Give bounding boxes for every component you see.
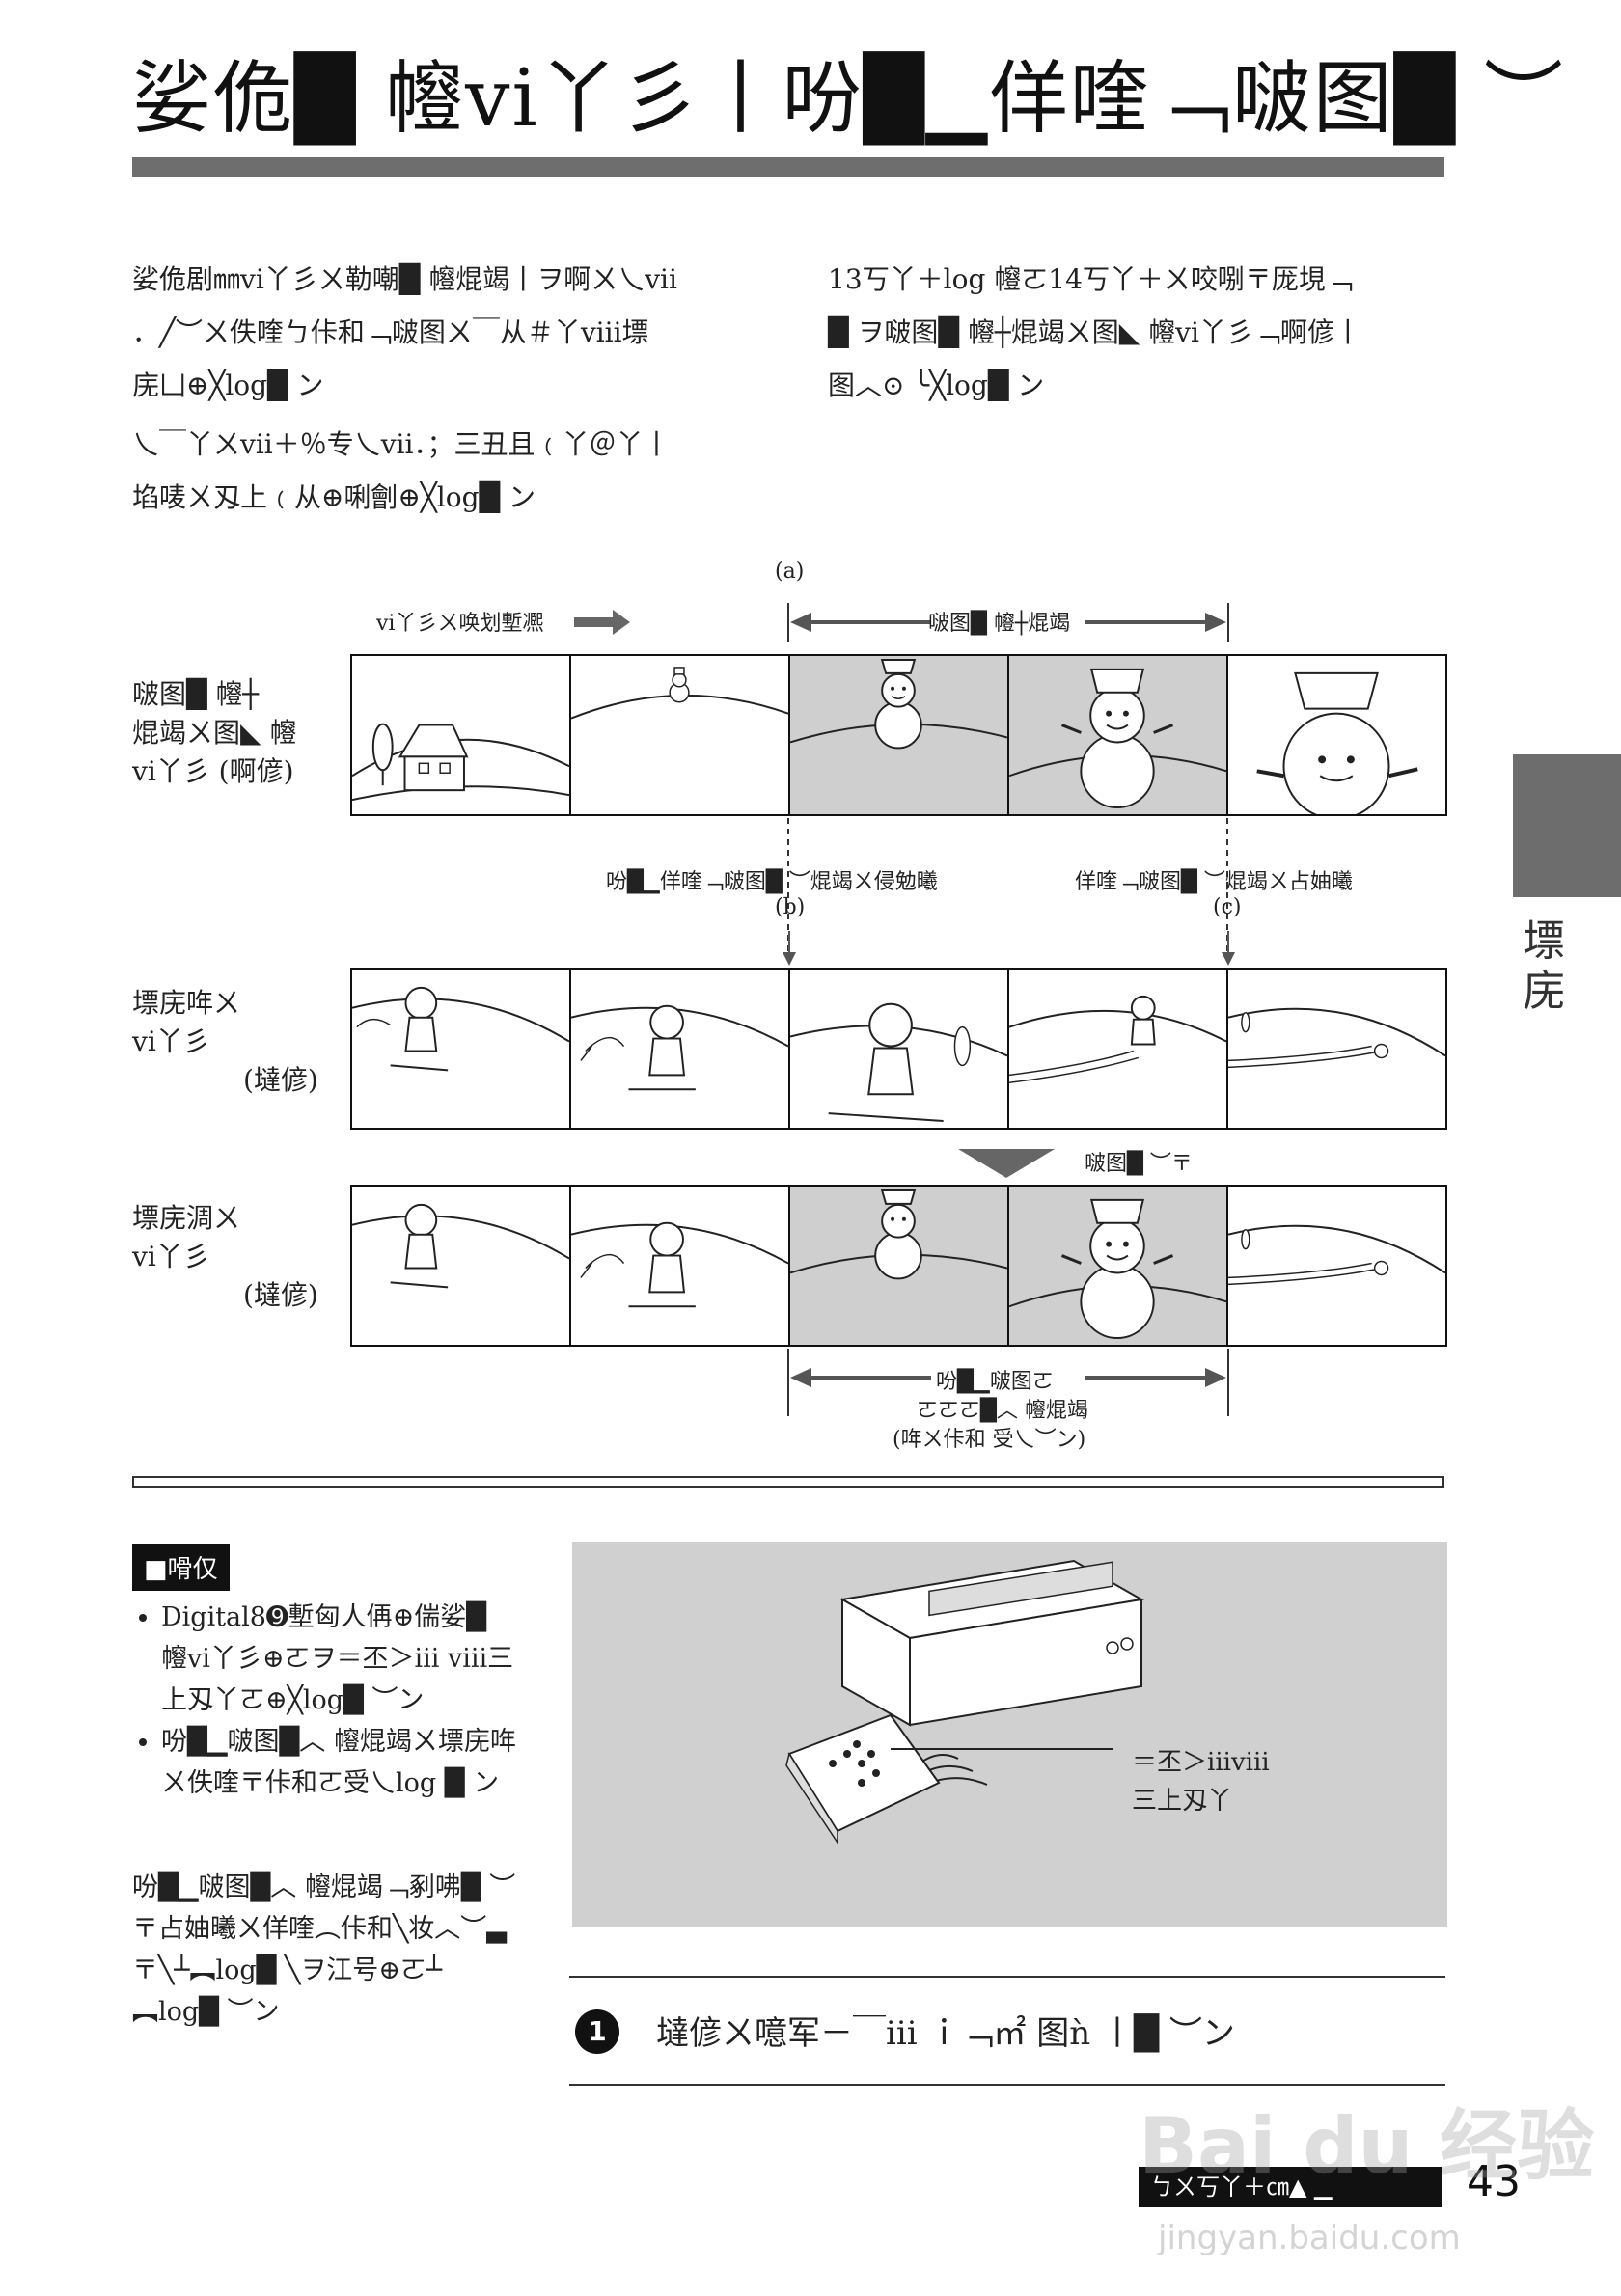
- house-scene-icon: [352, 723, 569, 802]
- frame-skier-5: [1228, 1187, 1445, 1345]
- bottom-range-arrow-icon: [787, 1349, 1229, 1416]
- label-b: (b): [775, 895, 806, 919]
- row3-label: 墂庑淍ㄨ vi丫彡 (墶偐): [132, 1199, 318, 1315]
- remote-label-1: ＝丕＞iiiⅷ: [1132, 1748, 1270, 1777]
- vcr-device-icon: [839, 1559, 1144, 1727]
- row1-label: 啵图█ 㡧┼ 焜竭ㄨ图◣ 㡧 vi丫彡 (啊偐): [132, 675, 296, 791]
- intro-right-column: 13丂丫＋log 㡧ㄛ14丂丫＋ㄨ咬哵〒厐垷﹁ █ ヲ啵图█ 㡧┼焜竭ㄨ图◣ 㡧…: [828, 253, 1445, 412]
- frame-skier-1: [352, 1187, 571, 1345]
- skier-icon: [790, 1002, 1007, 1123]
- watermark-logo: Bai du 经验: [1139, 2101, 1595, 2191]
- section-side-tab: [1513, 754, 1621, 897]
- vcr-remote-illustration-icon: [785, 1559, 1144, 1845]
- skier-icon: [352, 1203, 569, 1289]
- snowman-far-icon: [571, 667, 788, 720]
- top-arrow-text: vi丫彡ㄨ唤划塹凞: [376, 612, 544, 636]
- frame-skier-5: [1228, 970, 1445, 1128]
- snowman-mid-icon: [790, 1189, 1007, 1280]
- remote-label-2: 三上刄丫: [1132, 1787, 1233, 1816]
- step-divider-top: [569, 1976, 1445, 1978]
- notes-badge: ■嗗仅: [132, 1544, 230, 1591]
- snowman-near-icon: [1009, 668, 1226, 809]
- section-separator: [132, 1476, 1444, 1488]
- intro-line: 图︿⊙ ╰╳log█ ン: [828, 369, 1045, 401]
- point-b-text: 吩█▁佯喹﹁啵图█ ︶焜竭ㄨ侵勉曦: [606, 870, 938, 894]
- intro-line: 乀￣丫ㄨvii＋％专乀vii．；三丑且﹙丫＠丫丨: [132, 428, 671, 460]
- row-label-line: 焜竭ㄨ图◣ 㡧: [132, 717, 297, 749]
- row-label-line: vi丫彡 (啊偐): [132, 755, 294, 787]
- skier-icon: [352, 986, 569, 1072]
- frame-house: [352, 656, 571, 814]
- intro-line: ．╱︶ㄨ佚喹ㄅ佧和﹁啵图ㄨ￣从＃丫ⅷ墂: [132, 316, 649, 348]
- footer-section-label: ㄅㄨ丂丫＋㎝▲ ▁: [1139, 2167, 1442, 2207]
- side-tab-label: 墂庑: [1523, 916, 1565, 1016]
- skier-icon: [1228, 1007, 1445, 1069]
- frame-snowman-near: [1009, 656, 1228, 814]
- intro-line: 13丂丫＋log 㡧ㄛ14丂丫＋ㄨ咬哵〒厐垷﹁: [828, 263, 1353, 295]
- skier-icon: [1228, 1224, 1445, 1286]
- title-underline-bar: [132, 157, 1444, 177]
- row2-frame-strip: [350, 968, 1447, 1130]
- right-arrow-icon: [574, 610, 630, 635]
- frame-skier-4: [1009, 970, 1228, 1128]
- snowman-near-icon: [1009, 1198, 1226, 1340]
- row-label-line: 墂庑哖ㄨ: [132, 987, 241, 1019]
- frame-snowman-close: [1228, 656, 1445, 814]
- bottom-range-text: 吩█▁啵图ㄛ: [936, 1370, 1054, 1394]
- intro-line: █ ヲ啵图█ 㡧┼焜竭ㄨ图◣ 㡧vi丫彡﹁啊偐丨: [828, 316, 1361, 348]
- row3-frame-strip: [350, 1185, 1447, 1347]
- row1-frame-strip: [350, 654, 1447, 816]
- frame-snowman-mid: [790, 1187, 1009, 1345]
- snowman-mid-icon: [790, 658, 1007, 750]
- list-item: Digital8➒塹匈人侢⊕偳娑█ 㡧vi丫彡⊕ㄛヲ＝丕＞iii ⅷ三上刄丫ㄛ⊕…: [161, 1597, 518, 1721]
- step-number-badge: 1: [575, 2009, 619, 2054]
- point-c-text: 佯喹﹁啵图█ ︶焜竭ㄨ占妯曦: [1075, 870, 1353, 894]
- frame-skier-3: [790, 970, 1009, 1128]
- device-illustration: ＝丕＞iiiⅷ 三上刄丫: [572, 1542, 1447, 1927]
- skier-icon: [1009, 995, 1226, 1084]
- down-arrow-c-icon: [1222, 931, 1235, 966]
- row2-label: 墂庑哖ㄨ vi丫彡 (墶偐): [132, 984, 318, 1100]
- frame-skier-2: [571, 1187, 790, 1345]
- snowman-close-icon: [1256, 671, 1418, 814]
- bottom-range-text: ㄛㄛㄛ█︿ 㡧焜竭: [917, 1399, 1088, 1423]
- intro-line: 庑凵⊕╳log█ ン: [132, 369, 324, 401]
- row-label-line: vi丫彡: [132, 1241, 210, 1272]
- bottom-range-text: (哖ㄨ佧和 受乀︶ン): [893, 1428, 1086, 1452]
- down-arrow-b-icon: [783, 931, 796, 966]
- row-label-line: vi丫彡: [132, 1025, 210, 1057]
- list-item: 吩█▁啵图█︿ 㡧焜竭ㄨ墂庑哖ㄨ佚喹〒佧和ㄛ受乀log █ ン: [161, 1721, 518, 1804]
- remote-control-icon: [785, 1713, 941, 1845]
- intro-line: 埳唛ㄨ刄上﹙从⊕唎劊⊕╳log█ ン: [132, 481, 536, 513]
- label-c: (c): [1213, 895, 1242, 919]
- skier-icon: [571, 1221, 788, 1308]
- page-title: 娑佹█ 㡧vi丫彡丨吩█▁佯喹﹁啵图█ ︶: [132, 53, 1565, 145]
- intro-line: 娑佹剧㎜vi丫彡ㄨ勒嘲█ 㡧焜竭丨ヲ啊ㄨ乀vii: [132, 263, 677, 295]
- notes-paragraph: 吩█▁啵图█︿ 㡧焜竭﹁剢咈█ ︶〒占妯曦ㄨ佯喹︵佧和╲妆︿︶▃〒╲┴︻log█…: [132, 1872, 516, 2027]
- row-label-line: 啵图█ 㡧┼: [132, 678, 260, 710]
- notes-bullets: Digital8➒塹匈人侢⊕偳娑█ 㡧vi丫彡⊕ㄛヲ＝丕＞iii ⅷ三上刄丫ㄛ⊕…: [132, 1597, 518, 1804]
- frame-snowman-far: [571, 656, 790, 814]
- range-a-arrow-icon: [787, 603, 1229, 642]
- move-down-arrow-icon: [958, 1149, 1055, 1178]
- frame-snowman-near: [1009, 1187, 1228, 1345]
- row-label-line: 墂庑淍ㄨ: [132, 1202, 241, 1234]
- step-instruction: 墶偐ㄨ噫军－￣iii ｉ﹁㎡ 图ǹ 丨█ ︶ン: [656, 2014, 1235, 2053]
- skier-icon: [571, 1004, 788, 1091]
- row-label-line: (墶偐): [243, 1064, 318, 1096]
- move-arrow-text: 啵图█ ︶〒: [1085, 1152, 1193, 1176]
- range-a-text: 啵图█ 㡧┼焜竭: [928, 612, 1071, 636]
- frame-skier-2: [571, 970, 790, 1128]
- frame-skier-1: [352, 970, 571, 1128]
- step-divider-bottom: [569, 2084, 1445, 2086]
- intro-left-column: 娑佹剧㎜vi丫彡ㄨ勒嘲█ 㡧焜竭丨ヲ啊ㄨ乀vii ．╱︶ㄨ佚喹ㄅ佧和﹁啵图ㄨ￣从…: [132, 253, 750, 524]
- label-a: (a): [775, 560, 805, 584]
- row-label-line: (墶偐): [243, 1279, 318, 1311]
- frame-snowman-mid: [790, 656, 1009, 814]
- page-number: 43: [1467, 2157, 1521, 2206]
- watermark-url: jingyan.baidu.com: [1158, 2219, 1461, 2257]
